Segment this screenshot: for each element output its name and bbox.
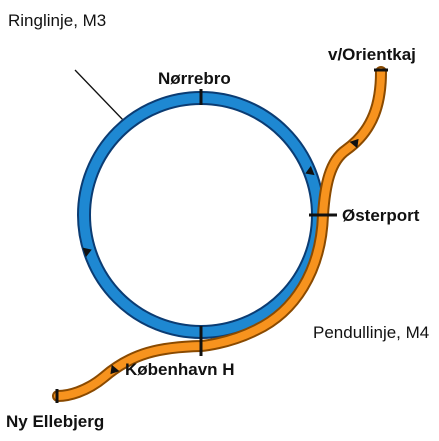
m4-line — [54, 68, 385, 400]
ring-label-pointer — [74, 69, 125, 122]
station-kobenhavn-h-label: København H — [125, 360, 235, 379]
ring-direction-arrow-east — [305, 165, 315, 176]
station-orientkaj-label: v/Orientkaj — [328, 45, 416, 64]
m4-line-outline — [52, 66, 387, 402]
station-osterport-label: Østerport — [342, 206, 420, 225]
m4-direction-arrow-south — [110, 364, 120, 375]
ring-direction-arrow-west — [82, 247, 92, 258]
ring-line-label: Ringlinje, M3 — [8, 11, 107, 30]
m3-ring — [79, 93, 323, 337]
station-ny-ellebjerg-label: Ny Ellebjerg — [6, 412, 105, 431]
station-norrebro-label: Nørrebro — [158, 69, 231, 88]
pendul-line-label: Pendullinje, M4 — [313, 323, 430, 342]
m4-direction-arrow-north — [349, 138, 359, 149]
